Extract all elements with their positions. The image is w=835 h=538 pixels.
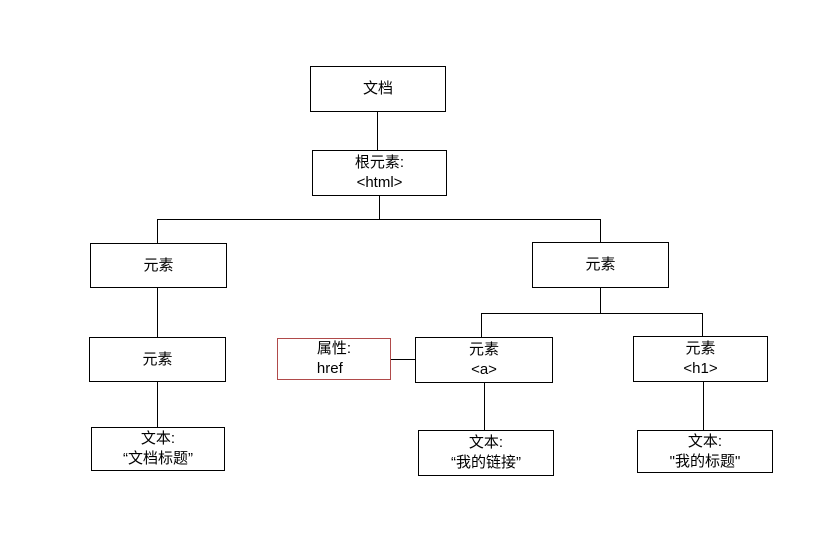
connector-right-branch [481,313,703,314]
connector-branch-element-h1 [702,313,703,336]
connector-root-branch [157,219,601,220]
node-element-right: 元素 [532,242,669,288]
node-root-element-line1: 根元素: [354,154,405,171]
connector-branch-element-a [481,313,482,337]
node-text-my-link-line1: 文本: [468,434,504,451]
node-element-left-child-label: 元素 [142,350,173,368]
node-element-h1-line1: 元素 [685,340,716,357]
node-text-document-title-line2: “文档标题” [123,450,193,467]
node-text-document-title-line1: 文本: [140,430,176,447]
node-element-a-line2: <a> [471,361,497,378]
connector-root-stem [379,196,380,220]
node-element-a-line1: 元素 [468,341,499,358]
node-text-my-heading-line1: 文本: [687,432,723,450]
node-text-my-link: 文本: “我的链接” [418,430,554,476]
node-attribute-href-line1: 属性: [316,340,352,357]
node-document: 文档 [310,66,446,112]
node-element-a: 元素 <a> [415,337,553,383]
connector-element-a-text [484,383,485,430]
node-element-right-label: 元素 [585,256,616,273]
node-attribute-href-line2: href [316,360,343,377]
connector-document-root [377,112,378,150]
node-text-my-link-line2: “我的链接” [451,454,521,471]
node-text-document-title: 文本: “文档标题” [91,427,225,471]
node-element-left-label: 元素 [143,256,174,274]
connector-attribute-element-a [391,359,415,360]
connector-branch-left-element [157,219,158,243]
node-text-my-heading: 文本: "我的标题" [637,430,773,473]
connector-element-text-left [157,382,158,427]
node-element-left: 元素 [90,243,227,288]
node-text-my-heading-line2: "我的标题" [669,452,741,470]
node-document-label: 文档 [362,80,393,97]
connector-branch-right-element [600,219,601,242]
node-root-element: 根元素: <html> [312,150,447,196]
connector-right-element-stem [600,288,601,313]
node-attribute-href: 属性: href [277,338,391,380]
node-element-h1: 元素 <h1> [633,336,768,382]
node-element-h1-line2: <h1> [683,360,718,377]
connector-left-element-child [157,288,158,337]
node-element-left-child: 元素 [89,337,226,382]
node-root-element-line2: <html> [356,174,403,191]
connector-element-h1-text [703,382,704,430]
